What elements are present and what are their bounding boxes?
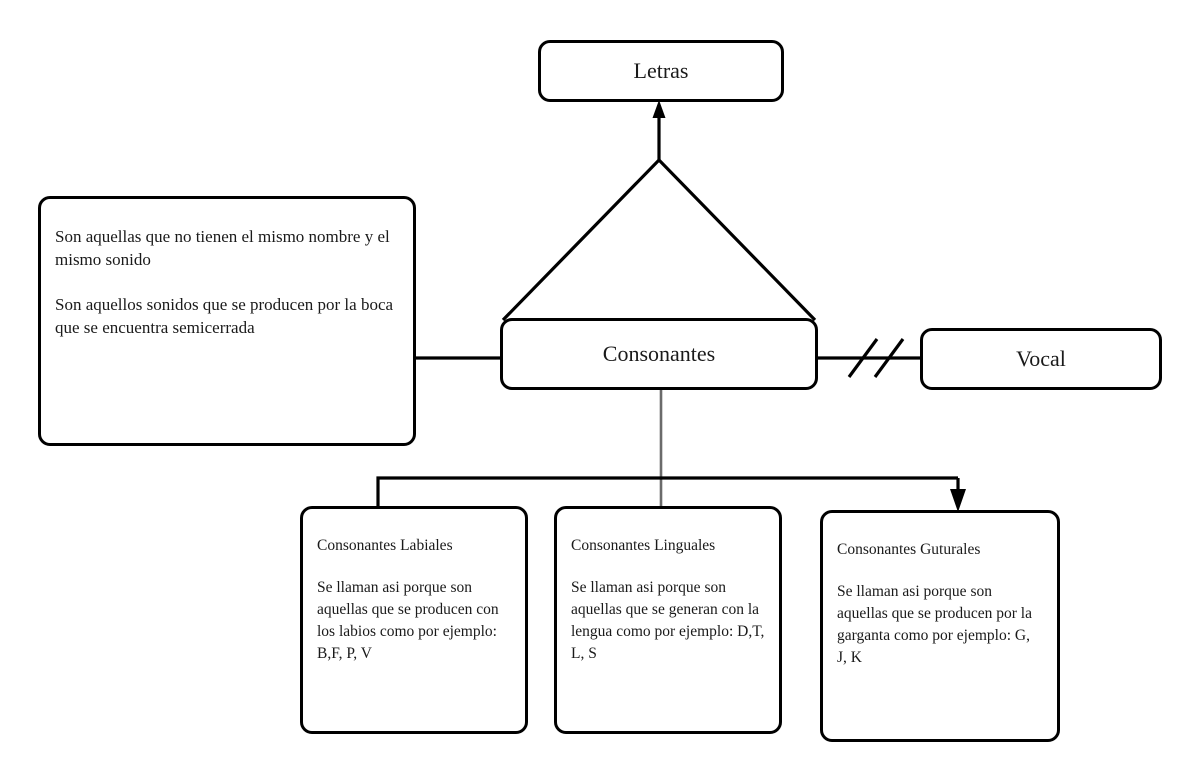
arrow-bus-to-leaf-3-head: [950, 489, 966, 512]
node-letras-label: Letras: [633, 58, 689, 83]
node-consonantes-linguales[interactable]: Consonantes Linguales Se llaman asi porq…: [554, 506, 782, 734]
node-vocal-label: Vocal: [1016, 346, 1066, 371]
node-vocal[interactable]: Vocal: [920, 328, 1162, 390]
node-letras[interactable]: Letras: [538, 40, 784, 102]
node-consonantes-labiales[interactable]: Consonantes Labiales Se llaman asi porqu…: [300, 506, 528, 734]
node-consonantes[interactable]: Consonantes: [500, 318, 818, 390]
node-consonantes-label: Consonantes: [602, 341, 716, 366]
connector-bus-to-leaves: [376, 476, 958, 506]
definition-paragraph-2: Son aquellos sonidos que se producen por…: [55, 294, 394, 338]
leaf-1-title: Consonantes Labiales: [317, 537, 453, 554]
arrow-consonantes-to-letras-head: [652, 100, 666, 118]
leaf-2-body: Se llaman asi porque son aquellas que se…: [571, 579, 765, 663]
slash-mark-1-icon: [847, 338, 879, 378]
node-definition-note[interactable]: Son aquellas que no tienen el mismo nomb…: [38, 196, 416, 446]
leaf-3-title: Consonantes Guturales: [837, 541, 981, 558]
slash-mark-2-icon: [873, 338, 905, 378]
leaf-1-body: Se llaman asi porque son aquellas que se…: [317, 579, 499, 663]
definition-paragraph-1: Son aquellas que no tienen el mismo nomb…: [55, 227, 390, 270]
leaf-2-title: Consonantes Linguales: [571, 537, 716, 554]
triangle-connector: [501, 157, 817, 322]
leaf-3-body: Se llaman asi porque son aquellas que se…: [837, 583, 1032, 667]
node-consonantes-guturales[interactable]: Consonantes Guturales Se llaman asi porq…: [820, 510, 1060, 742]
